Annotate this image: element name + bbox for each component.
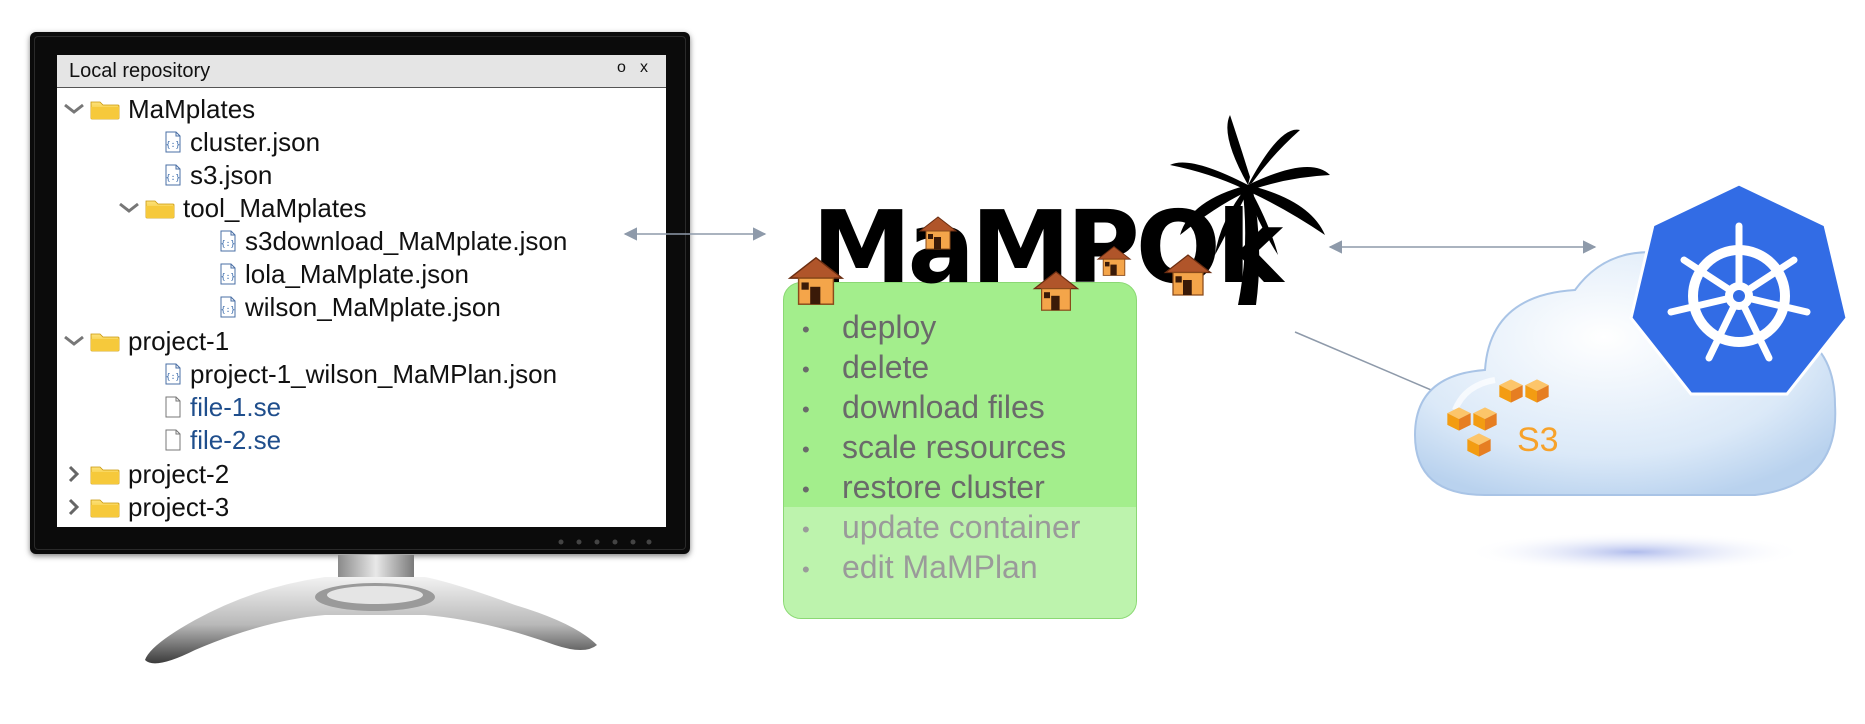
- action-label: update container: [842, 509, 1081, 545]
- tree-item-label: project-2: [128, 458, 230, 489]
- tree-file-s3download[interactable]: s3download_MaMplate.json: [220, 225, 567, 257]
- tree-file-wilson[interactable]: wilson_MaMplate.json: [220, 291, 501, 323]
- tree-item-label: wilson_MaMplate.json: [245, 291, 501, 322]
- s3-label: S3: [1517, 421, 1559, 459]
- s3-icon: S3: [1447, 379, 1559, 459]
- window-title: Local repository: [69, 60, 211, 82]
- minimize-button[interactable]: o: [617, 59, 626, 76]
- kubernetes-icon: [1629, 182, 1849, 396]
- action-label: download files: [842, 389, 1045, 425]
- actions-panel: •deploy •delete •download files •scale r…: [783, 282, 1137, 619]
- tree-item-label: s3.json: [190, 159, 273, 190]
- palm-tree-icon: [1170, 115, 1330, 305]
- tree-item-label: lola_MaMplate.json: [245, 258, 470, 289]
- actions-panel-secondary: [784, 507, 1136, 618]
- tree-item-label: MaMplates: [128, 93, 256, 124]
- arrow-mampok-s3: [1294, 331, 1452, 400]
- hut-icon: [918, 213, 958, 253]
- tree-file-lola[interactable]: lola_MaMplate.json: [220, 258, 469, 290]
- hut-icon: [787, 252, 845, 310]
- action-deploy[interactable]: •deploy: [802, 309, 937, 345]
- tree-item-label: file-2.se: [190, 424, 282, 455]
- action-edit-mamplan[interactable]: •edit MaMPlan: [802, 549, 1038, 585]
- close-button[interactable]: x: [640, 59, 648, 76]
- tree-item-label: s3download_MaMplate.json: [245, 225, 568, 256]
- tree-item-label: project-3: [128, 491, 230, 522]
- tree-item-label: project-1: [128, 325, 230, 356]
- hut-icon: [1096, 243, 1132, 279]
- hut-icon: [1163, 250, 1213, 300]
- action-label: restore cluster: [842, 469, 1045, 505]
- tree-file-file-2[interactable]: file-2.se: [165, 424, 281, 456]
- tree-folder-tool-mamplates[interactable]: tool_MaMplates: [117, 192, 367, 224]
- action-delete[interactable]: •delete: [802, 349, 930, 385]
- tree-folder-project-2[interactable]: project-2: [62, 458, 229, 490]
- file-explorer-window: Local repository o x MaMplates cluster.j…: [57, 55, 666, 527]
- action-label: scale resources: [842, 429, 1067, 465]
- tree-item-label: project-1_wilson_MaMPlan.json: [190, 358, 558, 389]
- tree-file-s3-json[interactable]: s3.json: [165, 159, 272, 191]
- action-scale-resources[interactable]: •scale resources: [802, 429, 1067, 465]
- monitor-stand-base: [145, 577, 597, 664]
- tree-item-label: file-1.se: [190, 391, 282, 422]
- action-update-container[interactable]: •update container: [802, 509, 1081, 545]
- tree-item-label: tool_MaMplates: [183, 192, 367, 223]
- monitor-buttons: [558, 539, 652, 545]
- window-titlebar: Local repository o x: [57, 55, 666, 88]
- tree-item-label: cluster.json: [190, 126, 321, 157]
- hut-icon: [1032, 267, 1080, 315]
- action-download-files[interactable]: •download files: [802, 389, 1045, 425]
- tree-file-project-1-plan[interactable]: project-1_wilson_MaMPlan.json: [165, 358, 557, 390]
- tree-file-cluster-json[interactable]: cluster.json: [165, 126, 320, 158]
- tree-file-file-1[interactable]: file-1.se: [165, 391, 281, 423]
- action-label: edit MaMPlan: [842, 549, 1038, 585]
- tree-folder-project-1[interactable]: project-1: [62, 325, 229, 357]
- action-restore-cluster[interactable]: •restore cluster: [802, 469, 1045, 505]
- tree-folder-project-3[interactable]: project-3: [62, 491, 229, 523]
- action-label: delete: [842, 349, 930, 385]
- tree-folder-mamplates[interactable]: MaMplates: [62, 93, 255, 125]
- action-label: deploy: [842, 309, 937, 345]
